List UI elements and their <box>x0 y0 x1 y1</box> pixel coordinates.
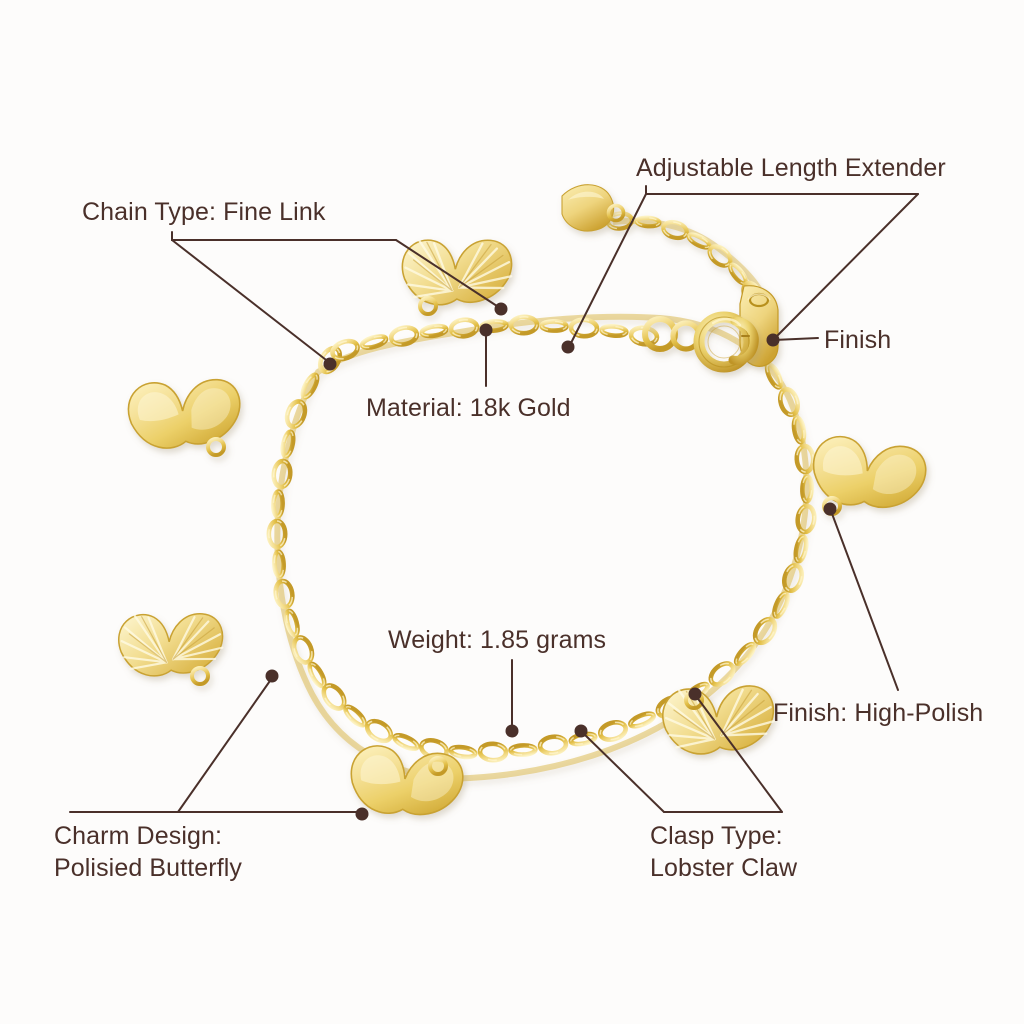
charm-butterfly-left-upper <box>124 373 245 457</box>
lobster-claw-clasp <box>642 311 759 373</box>
charm-butterfly-bottom <box>347 743 466 820</box>
callout-label-material: Material: 18k Gold <box>366 394 571 422</box>
extender-tag-charm <box>561 184 626 232</box>
charm-butterfly-left-lower <box>115 608 227 686</box>
callout-anchor-dots <box>265 302 837 821</box>
anchor-dot-charm-b <box>355 807 369 821</box>
anchor-dot-extender-a <box>561 340 575 354</box>
anchor-dot-extender-b <box>766 333 780 347</box>
charm-butterfly-top <box>399 234 515 316</box>
leader-clasp-type <box>582 695 783 813</box>
anchor-dot-clasp-b <box>688 687 702 701</box>
leader-chain-type <box>171 231 501 364</box>
charm-butterfly-right-lower <box>659 679 779 759</box>
leader-extender <box>569 185 919 346</box>
callout-label-weight: Weight: 1.85 grams <box>388 626 607 654</box>
callout-label-clasp-type: Clasp Type: Lobster Claw <box>650 822 798 882</box>
callout-leaders <box>69 185 919 813</box>
leader-finish-high-polish <box>830 510 899 691</box>
callout-label-finish: Finish <box>824 326 892 354</box>
anchor-dot-charm-a <box>265 669 279 683</box>
callout-label-chain-type: Chain Type: Fine Link <box>82 198 326 226</box>
charm-butterfly-right-upper <box>808 433 930 516</box>
callout-label-finish-high-polish: Finish: High-Polish <box>773 699 984 727</box>
anchor-dot-chain-type-b <box>494 302 508 316</box>
anchor-dot-clasp-a <box>574 724 588 738</box>
anchor-dot-material <box>479 323 493 337</box>
leader-charm-design <box>69 677 361 813</box>
leader-finish <box>773 337 819 341</box>
anchor-dot-finish-high-polish <box>823 502 837 516</box>
callout-label-charm-design: Charm Design: Polisied Butterfly <box>54 822 242 882</box>
callout-label-adjustable-length-extender: Adjustable Length Extender <box>636 154 946 182</box>
anchor-dot-weight <box>505 724 519 738</box>
anchor-dot-chain-type-a <box>323 357 337 371</box>
